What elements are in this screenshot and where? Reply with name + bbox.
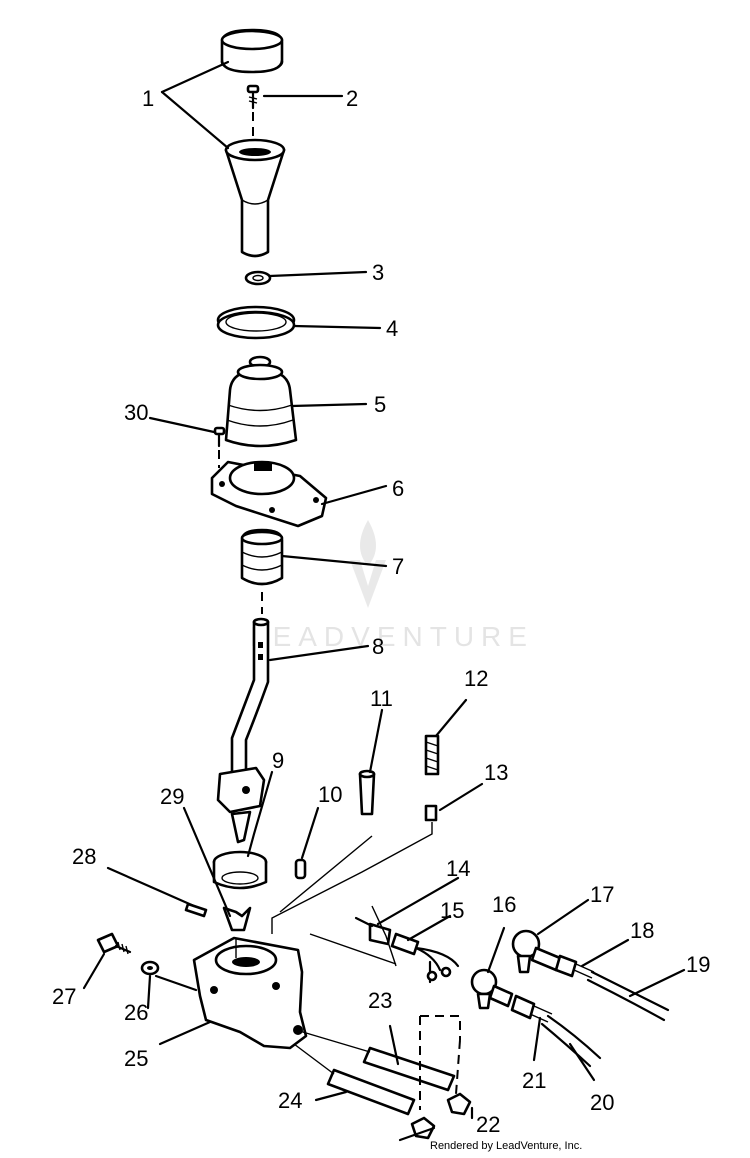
pivot-pin bbox=[184, 902, 208, 918]
callout-15: 15 bbox=[440, 898, 464, 923]
callout-17: 17 bbox=[590, 882, 614, 907]
callout-6: 6 bbox=[392, 476, 404, 501]
linkage-rod-lower bbox=[293, 1043, 416, 1116]
shift-cable-lower bbox=[540, 1014, 602, 1068]
callout-22: 22 bbox=[476, 1112, 500, 1137]
callout-26: 26 bbox=[124, 1000, 148, 1025]
callout-13: 13 bbox=[484, 760, 508, 785]
callout-28: 28 bbox=[72, 844, 96, 869]
watermark-text: LEADVENTURE bbox=[250, 621, 534, 652]
callout-27: 27 bbox=[52, 984, 76, 1009]
shift-boot bbox=[224, 355, 298, 448]
knob-cap bbox=[220, 28, 284, 74]
small-washer bbox=[244, 270, 272, 286]
spring-clip bbox=[222, 906, 252, 932]
callout-1: 1 bbox=[142, 86, 154, 111]
callout-11: 11 bbox=[370, 686, 393, 711]
callout-21: 21 bbox=[522, 1068, 546, 1093]
boot-bracket bbox=[210, 460, 328, 528]
callout-12: 12 bbox=[464, 666, 488, 691]
shifter-housing bbox=[192, 936, 308, 1050]
callout-5: 5 bbox=[374, 392, 386, 417]
detent-spring bbox=[424, 734, 440, 776]
shift-knob bbox=[224, 138, 286, 258]
callout-20: 20 bbox=[590, 1090, 614, 1115]
bracket-screw bbox=[213, 426, 226, 468]
shift-lever bbox=[216, 592, 270, 844]
callout-7: 7 bbox=[392, 554, 404, 579]
dowel-pin bbox=[358, 769, 376, 816]
callout-23: 23 bbox=[368, 988, 392, 1013]
linkage-rod-upper bbox=[295, 1029, 456, 1092]
jam-nut-upper bbox=[554, 954, 595, 979]
lever-bellows bbox=[240, 528, 284, 586]
callout-2: 2 bbox=[346, 86, 358, 111]
callout-14: 14 bbox=[446, 856, 470, 881]
callout-18: 18 bbox=[630, 918, 654, 943]
wire-harness bbox=[390, 932, 460, 984]
linkage-nut-right bbox=[446, 1092, 472, 1116]
detent-ball bbox=[424, 804, 438, 822]
detent-pin bbox=[294, 858, 307, 880]
callout-16: 16 bbox=[492, 892, 516, 917]
boot-ring bbox=[216, 305, 296, 340]
knob-screw bbox=[246, 84, 260, 136]
callout-4: 4 bbox=[386, 316, 398, 341]
callout-3: 3 bbox=[372, 260, 384, 285]
render-credit: Rendered by LeadVenture, Inc. bbox=[430, 1140, 583, 1152]
leader-lines bbox=[82, 60, 686, 1142]
callout-25: 25 bbox=[124, 1046, 148, 1071]
neutral-switch bbox=[354, 916, 392, 946]
callout-30: 30 bbox=[124, 400, 148, 425]
assembly-guides bbox=[271, 822, 461, 1110]
callout-19: 19 bbox=[686, 952, 710, 977]
callout-labels: 1 2 3 4 5 6 7 8 9 10 11 12 13 14 15 16 1… bbox=[52, 86, 710, 1137]
lever-socket bbox=[212, 850, 268, 890]
callout-10: 10 bbox=[318, 782, 342, 807]
bolt-washer bbox=[140, 960, 160, 976]
rod-end-right bbox=[511, 929, 562, 974]
shift-cable-upper bbox=[586, 970, 670, 1022]
leadventure-watermark: LEADVENTURE bbox=[250, 520, 534, 652]
callout-24: 24 bbox=[278, 1088, 302, 1113]
jam-nut-lower bbox=[510, 994, 553, 1023]
callout-29: 29 bbox=[160, 784, 184, 809]
housing-bolt bbox=[96, 932, 132, 955]
rod-end-left bbox=[470, 968, 514, 1010]
callout-8: 8 bbox=[372, 634, 384, 659]
callout-9: 9 bbox=[272, 748, 284, 773]
